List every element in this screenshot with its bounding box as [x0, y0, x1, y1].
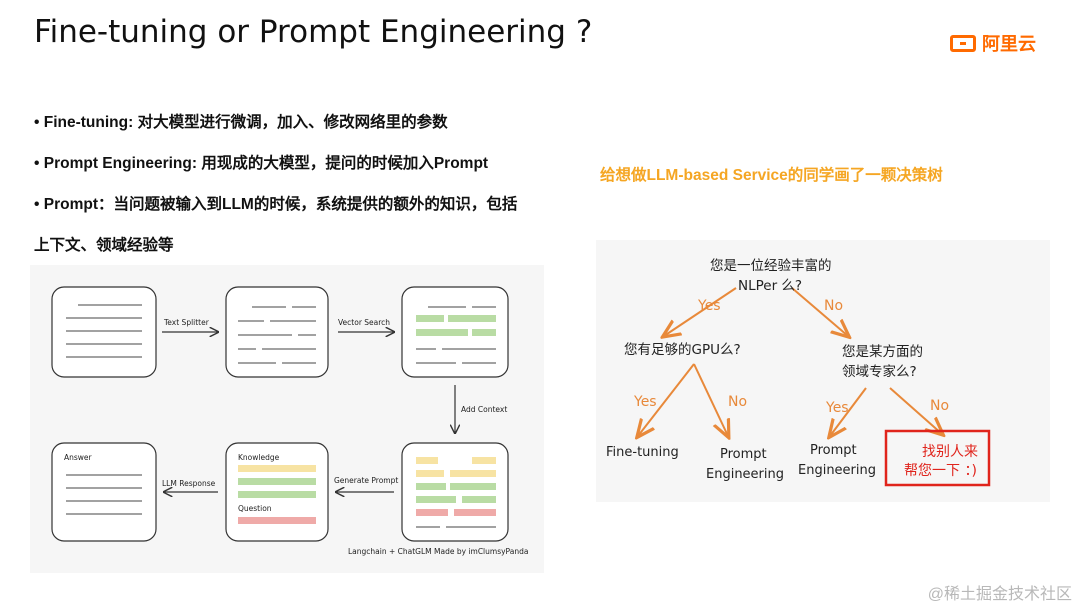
- leaf-find-help-line2: 帮您一下 ：): [904, 462, 977, 479]
- vector-box: [401, 286, 509, 378]
- aliyun-logo-icon: [950, 34, 976, 52]
- vector-search-label: Vector Search: [338, 318, 390, 327]
- yes-label-gpu: Yes: [633, 394, 657, 410]
- gpu-question: 您有足够的GPU么?: [624, 341, 741, 358]
- leaf-prompt-a: Prompt: [720, 447, 767, 462]
- aliyun-logo: 阿里云: [950, 30, 1036, 56]
- yes-label-domain: Yes: [825, 400, 849, 416]
- root-question-line2: NLPer 么?: [738, 278, 802, 294]
- page-title: Fine-tuning or Prompt Engineering ?: [34, 14, 593, 50]
- bullet-fine-tuning: • Fine-tuning: 对大模型进行微调，加入、修改网络里的参数: [34, 114, 448, 131]
- leaf-fine-tuning: Fine-tuning: [606, 445, 679, 460]
- highlight-box: [884, 429, 991, 487]
- bullet-prompt-continued: 上下文、领域经验等: [34, 237, 174, 254]
- knowledge-label: Knowledge: [238, 453, 280, 462]
- llm-response-label: LLM Response: [162, 479, 216, 488]
- context-box: [401, 442, 509, 542]
- domain-question-line2: 领域专家么?: [842, 363, 917, 380]
- text-splitter-label: Text Splitter: [163, 318, 210, 327]
- question-label: Question: [238, 504, 272, 513]
- leaf-engineering-a: Engineering: [706, 467, 784, 482]
- generate-prompt-label: Generate Prompt: [334, 476, 398, 485]
- prompt-template-box: [225, 442, 329, 542]
- decision-tree: 您是一位经验丰富的 NLPer 么? Yes No 您有足够的GPU么? 您是某…: [596, 240, 1050, 502]
- leaf-find-help-line1: 找别人来: [922, 444, 978, 460]
- langchain-flow-diagram: Text Splitter Vector Search Add Context …: [30, 265, 544, 573]
- answer-label: Answer: [64, 453, 93, 462]
- answer-box: [51, 442, 157, 542]
- decision-tree-note: 给想做LLM-based Service的同学画了一颗决策树: [600, 167, 943, 184]
- document-box: [51, 286, 157, 378]
- yes-label-root: Yes: [697, 298, 721, 314]
- bullet-prompt-engineering: • Prompt Engineering: 用现成的大模型，提问的时候加入Pro…: [34, 155, 489, 172]
- watermark: @稀土掘金技术社区: [927, 586, 1072, 603]
- leaf-prompt-b: Prompt: [810, 443, 857, 458]
- no-label-root: No: [824, 298, 843, 314]
- leaf-engineering-b: Engineering: [798, 463, 876, 478]
- bullet-prompt: • Prompt：当问题被输入到LLM的时候，系统提供的额外的知识，包括: [34, 196, 518, 213]
- root-question-line1: 您是一位经验丰富的: [710, 257, 832, 274]
- domain-question-line1: 您是某方面的: [842, 343, 923, 360]
- chunks-box: [225, 286, 329, 378]
- logo-text: 阿里云: [982, 34, 1036, 54]
- no-label-gpu: No: [728, 394, 747, 410]
- diagram-credit: Langchain + ChatGLM Made by imClumsyPand…: [348, 547, 528, 556]
- add-context-label: Add Context: [461, 405, 507, 414]
- no-label-domain: No: [930, 398, 949, 414]
